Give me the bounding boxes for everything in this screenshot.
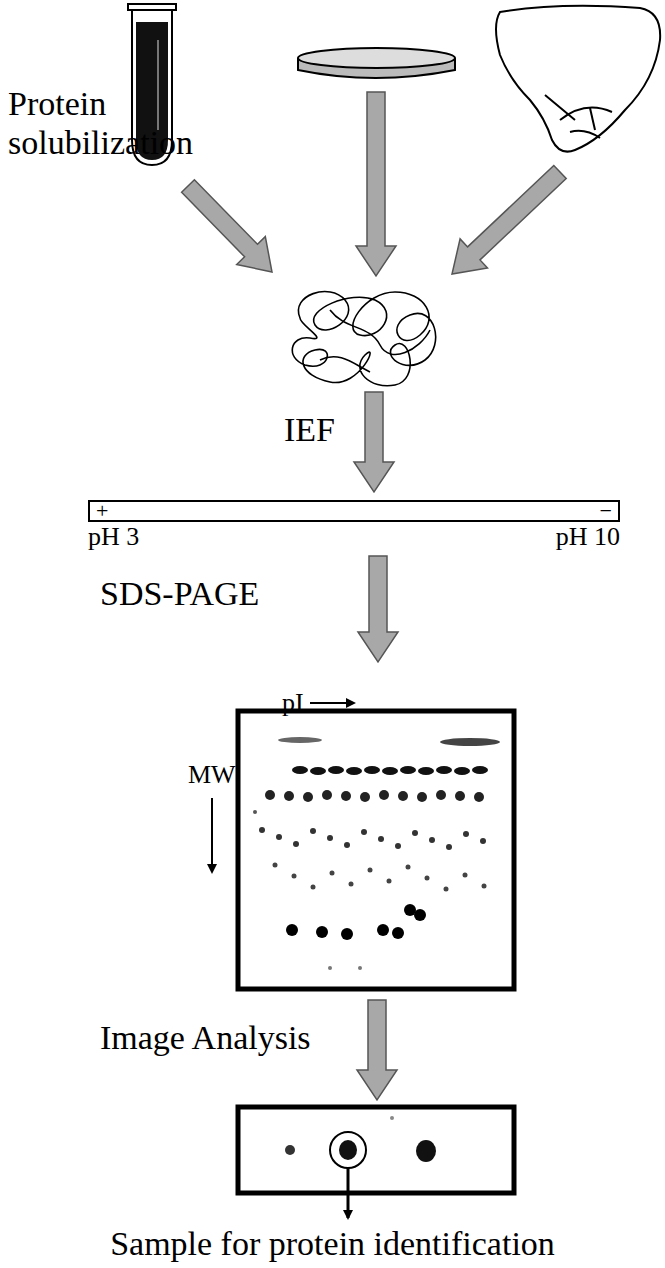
ph-label: pH 3: [88, 522, 139, 552]
liver-organ: [496, 6, 660, 152]
gel-spot: [463, 831, 469, 837]
gel-spot: [341, 791, 351, 801]
gel-spot: [253, 810, 257, 814]
gel-spot: [322, 790, 332, 800]
gel-spot: [330, 871, 335, 876]
gel-spot: [444, 887, 449, 892]
gel-spot: [310, 828, 316, 834]
electrode-sign: +: [96, 502, 108, 520]
gel-spot: [392, 927, 404, 939]
gel-spot: [472, 766, 488, 774]
gel-spot: [346, 767, 362, 775]
gel-spot: [414, 909, 426, 921]
gel-spot: [425, 876, 430, 881]
gel-spot: [436, 790, 446, 800]
flow-arrow: [357, 1000, 397, 1100]
result-label: Sample for protein identification: [0, 1224, 665, 1263]
flow-arrow: [452, 166, 566, 275]
petri-dish: [298, 48, 455, 78]
flow-arrow: [356, 92, 396, 276]
gel-streak: [278, 737, 322, 743]
flow-arrow: [358, 556, 398, 662]
axis-label: MW: [188, 760, 236, 790]
gel-spot: [377, 924, 389, 936]
gel-spot: [364, 766, 380, 774]
gel-spot: [412, 830, 418, 836]
gel-spot: [387, 879, 392, 884]
gel-spot: [358, 966, 362, 970]
gel-spot: [292, 766, 308, 774]
gel-spot: [482, 884, 487, 889]
gel-spot: [303, 792, 313, 802]
mw-axis-arrow: [211, 798, 213, 872]
flow-arrow: [354, 392, 394, 492]
gel-spot: [400, 766, 416, 774]
gel-spot: [327, 835, 333, 841]
gel-spot: [429, 837, 435, 843]
gel-spot: [293, 841, 299, 847]
ph-label: pH 10: [556, 522, 620, 552]
gel-spot: [344, 842, 350, 848]
gel-streak: [440, 738, 500, 746]
gel-spot: [360, 792, 370, 802]
gel-spot: [474, 792, 484, 802]
gel-spot: [368, 868, 373, 873]
gel-spots: [253, 737, 500, 970]
gel-spot: [436, 766, 452, 774]
step-label: Image Analysis: [100, 1018, 311, 1057]
gel-spot: [265, 790, 275, 800]
gel-spot: [292, 874, 297, 879]
protein-tangle: [292, 292, 435, 386]
detail-spots: [285, 1116, 436, 1168]
gel-spot: [316, 926, 328, 938]
pi-axis-arrow: [310, 702, 354, 704]
gel-frame: [238, 711, 514, 989]
gel-spot: [480, 838, 486, 844]
gel-spot: [378, 836, 384, 842]
gel-spot: [273, 863, 278, 868]
gel-spot: [259, 827, 265, 833]
gel-spot: [310, 767, 326, 775]
ief-strip: +−: [88, 500, 620, 522]
flow-arrow: [182, 180, 272, 272]
gel-spot: [379, 790, 389, 800]
gel-spot: [382, 767, 398, 775]
step-label: Protein solubilization: [8, 84, 240, 162]
gel-spot: [328, 966, 332, 970]
gel-spot: [284, 791, 294, 801]
identification-arrow: [347, 1168, 350, 1218]
gel-spot: [286, 924, 298, 936]
axis-label: pI: [282, 688, 304, 718]
gel-spot: [418, 767, 434, 775]
gel-spot: [454, 767, 470, 775]
gel-spot: [395, 843, 401, 849]
gel-spot: [398, 791, 408, 801]
gel-spot: [361, 829, 367, 835]
gel-spot: [349, 882, 354, 887]
gel-spot: [417, 792, 427, 802]
gel-spot: [406, 865, 411, 870]
step-label: SDS-PAGE: [100, 574, 259, 613]
gel-spot: [276, 834, 282, 840]
step-label: IEF: [284, 410, 335, 449]
gel-spot: [446, 844, 452, 850]
gel-spot: [455, 791, 465, 801]
gel-spot: [341, 928, 353, 940]
spot-detail-frame: [238, 1107, 514, 1193]
electrode-sign: −: [600, 502, 612, 520]
gel-spot: [463, 873, 468, 878]
gel-spot: [311, 885, 316, 890]
gel-spot: [328, 766, 344, 774]
